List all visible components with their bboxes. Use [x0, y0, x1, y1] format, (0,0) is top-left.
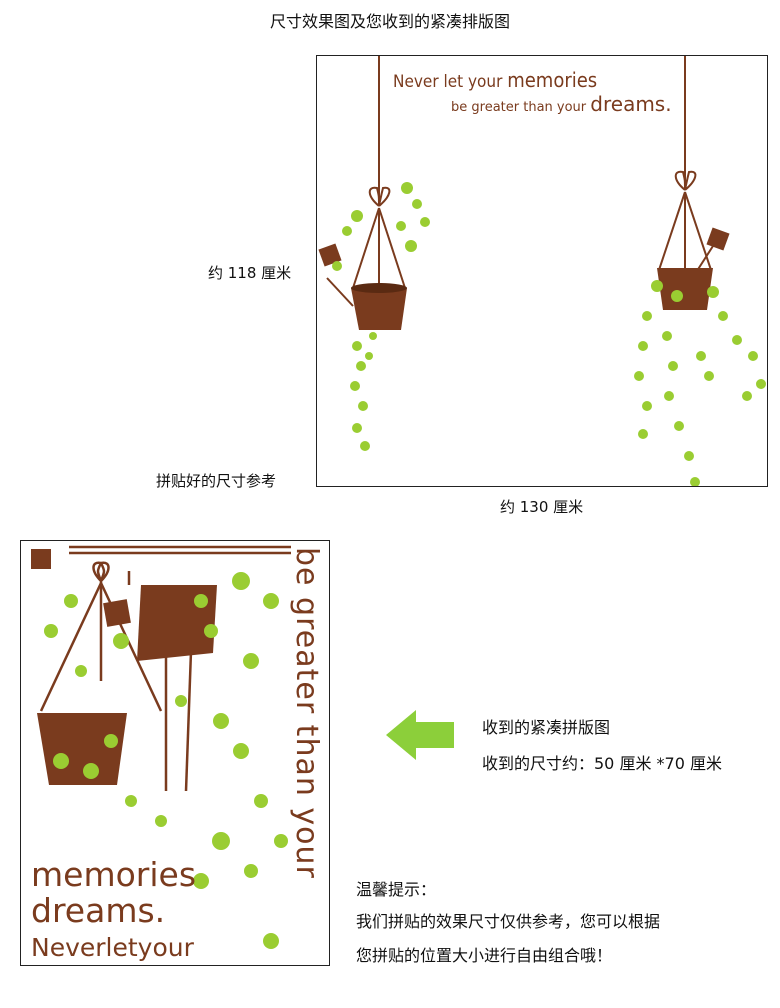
tip-heading: 温馨提示： [356, 880, 437, 899]
effect-quote-line1: Never let your memories [393, 68, 598, 92]
height-label: 约 118 厘米 [208, 264, 292, 282]
sheet-memories-text: memories [31, 855, 197, 894]
page-title: 尺寸效果图及您收到的紧凑排版图 [269, 12, 510, 31]
effect-quote-line2: be greater than your dreams. [451, 92, 672, 116]
sheet-pieces-illustration [31, 545, 291, 949]
hanging-plants-illustration [318, 56, 766, 486]
assembled-size-label: 拼贴好的尺寸参考 [156, 472, 277, 490]
compact-sheet-frame: be greater than your memories dreams. Ne… [20, 540, 330, 966]
sheet-dreams-text: dreams. [31, 891, 166, 930]
sheet-vertical-quote: be greater than your [289, 547, 324, 879]
sheet-never-let-text: Neverletyour [31, 933, 194, 962]
width-label: 约 130 厘米 [500, 498, 584, 516]
effect-preview-frame: Never let your memories be greater than … [316, 55, 768, 487]
tip-line2: 您拼贴的位置大小进行自由组合哦！ [356, 946, 613, 965]
received-size-label: 收到的尺寸约：50 厘米 *70 厘米 [482, 754, 722, 773]
tip-line1: 我们拼贴的效果尺寸仅供参考，您可以根据 [356, 912, 661, 931]
left-arrow-icon [386, 710, 454, 760]
compact-sheet-label: 收到的紧凑拼版图 [482, 718, 611, 737]
